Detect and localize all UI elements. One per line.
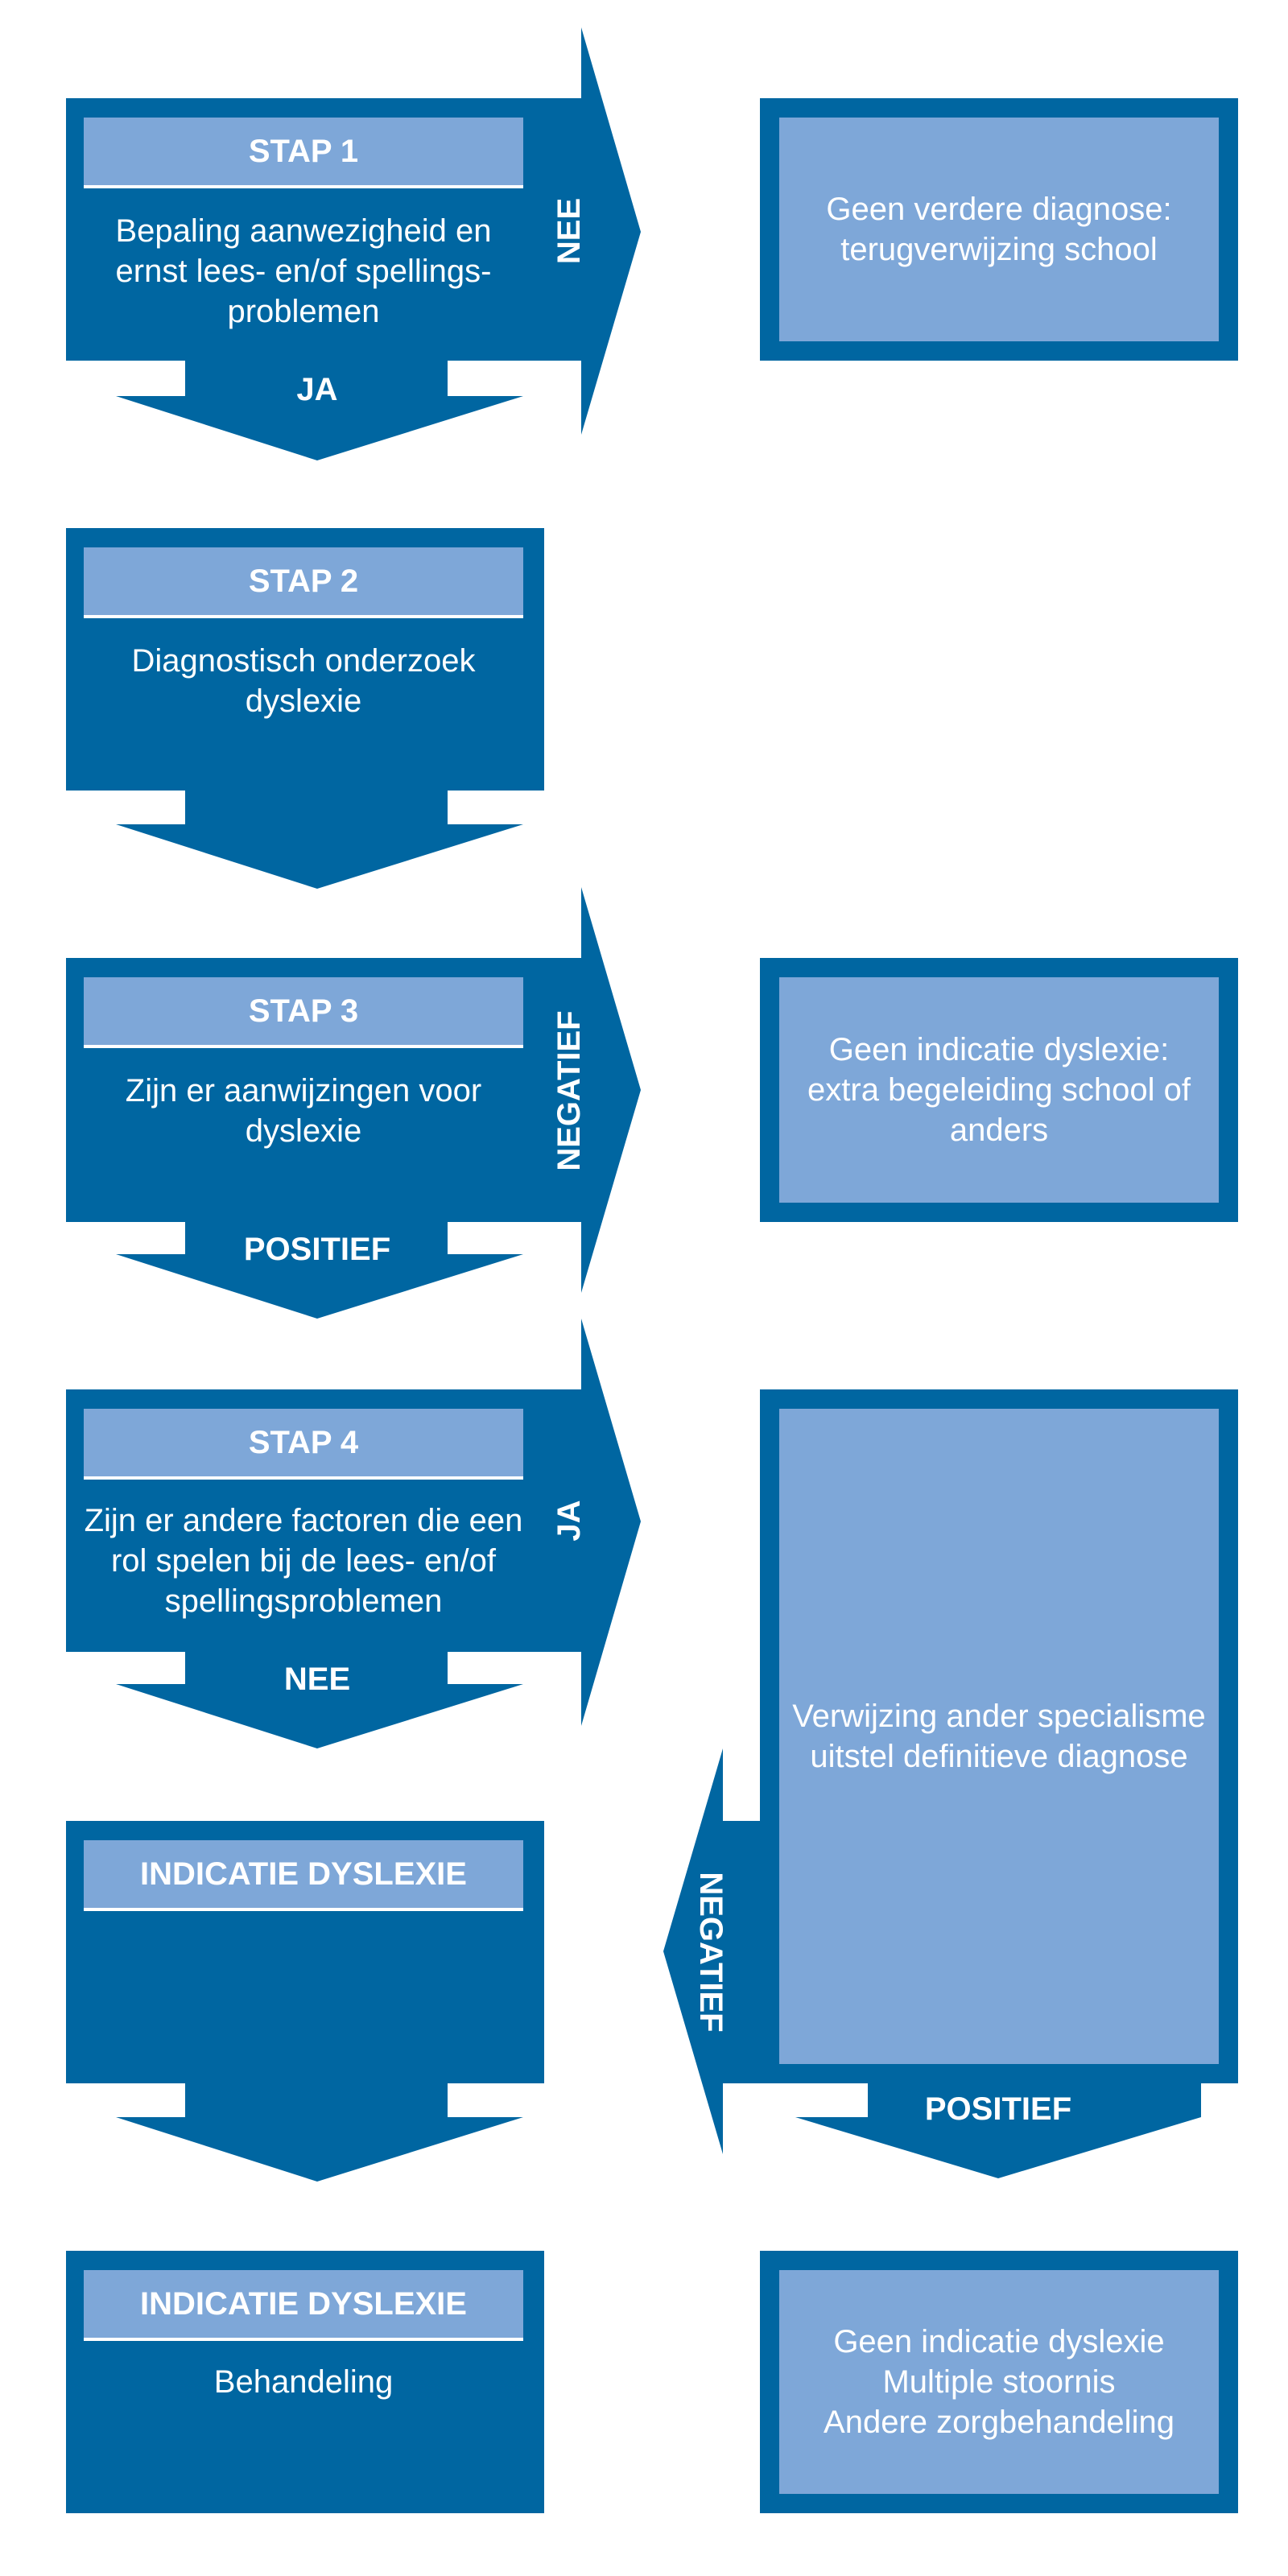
outcome2-line1: Geen indicatie dyslexie: (828, 1032, 1170, 1067)
outcome3-side-label: NEGATIEF (693, 1872, 729, 2033)
outcome1-line2: terugverwijzing school (840, 232, 1158, 267)
outcome1-box: Geen verdere diagnose: terugverwijzing s… (779, 118, 1219, 341)
outcome4-box: Geen indicatie dyslexie Multiple stoorni… (779, 2270, 1219, 2494)
outcome3-down-label: POSITIEF (924, 2091, 1072, 2127)
stap4-down-label: NEE (283, 1662, 351, 1697)
stap2-arrow-shape (66, 528, 544, 889)
stap1-title: STAP 1 (84, 118, 523, 188)
stap2-text: Diagnostisch onderzoek dyslexie (131, 643, 476, 719)
stap3-text: Zijn er aanwijzingen voor dyslexie (125, 1073, 482, 1149)
outcome1-line1: Geen verdere diagnose: (826, 192, 1172, 227)
outcome2-box: Geen indicatie dyslexie: extra begeleidi… (779, 977, 1219, 1203)
stap3-side-label: NEGATIEF (551, 1010, 587, 1171)
outcome3-line1: Verwijzing ander specialisme (792, 1699, 1206, 1734)
outcome3-box: Verwijzing ander specialisme uitstel def… (779, 1409, 1219, 2064)
stap4-text: Zijn er andere factoren die een rol spel… (84, 1503, 523, 1619)
outcome3-line2: uitstel definitieve diagnose (810, 1739, 1188, 1774)
stap4-side-label: JA (551, 1500, 587, 1542)
stap1-down-label: JA (296, 372, 338, 407)
outcome2-line3: anders (949, 1113, 1049, 1148)
stap3-title: STAP 3 (84, 977, 523, 1048)
indicatie1-arrow-shape (66, 1821, 544, 2182)
indicatie2-text: Behandeling (213, 2364, 394, 2400)
indicatie2-title: INDICATIE DYSLEXIE (84, 2270, 523, 2341)
outcome2-line2: extra begeleiding school of (807, 1072, 1191, 1108)
stap1-text: Bepaling aanwezigheid en ernst lees- en/… (115, 213, 492, 329)
stap4-title: STAP 4 (84, 1409, 523, 1480)
indicatie1-title: INDICATIE DYSLEXIE (84, 1840, 523, 1911)
outcome4-line3: Andere zorgbehandeling (824, 2405, 1174, 2440)
stap1-side-label: NEE (551, 197, 587, 265)
outcome4-line1: Geen indicatie dyslexie (833, 2324, 1165, 2359)
stap3-down-label: POSITIEF (243, 1232, 391, 1267)
outcome4-line2: Multiple stoornis (882, 2364, 1116, 2400)
stap2-title: STAP 2 (84, 547, 523, 618)
